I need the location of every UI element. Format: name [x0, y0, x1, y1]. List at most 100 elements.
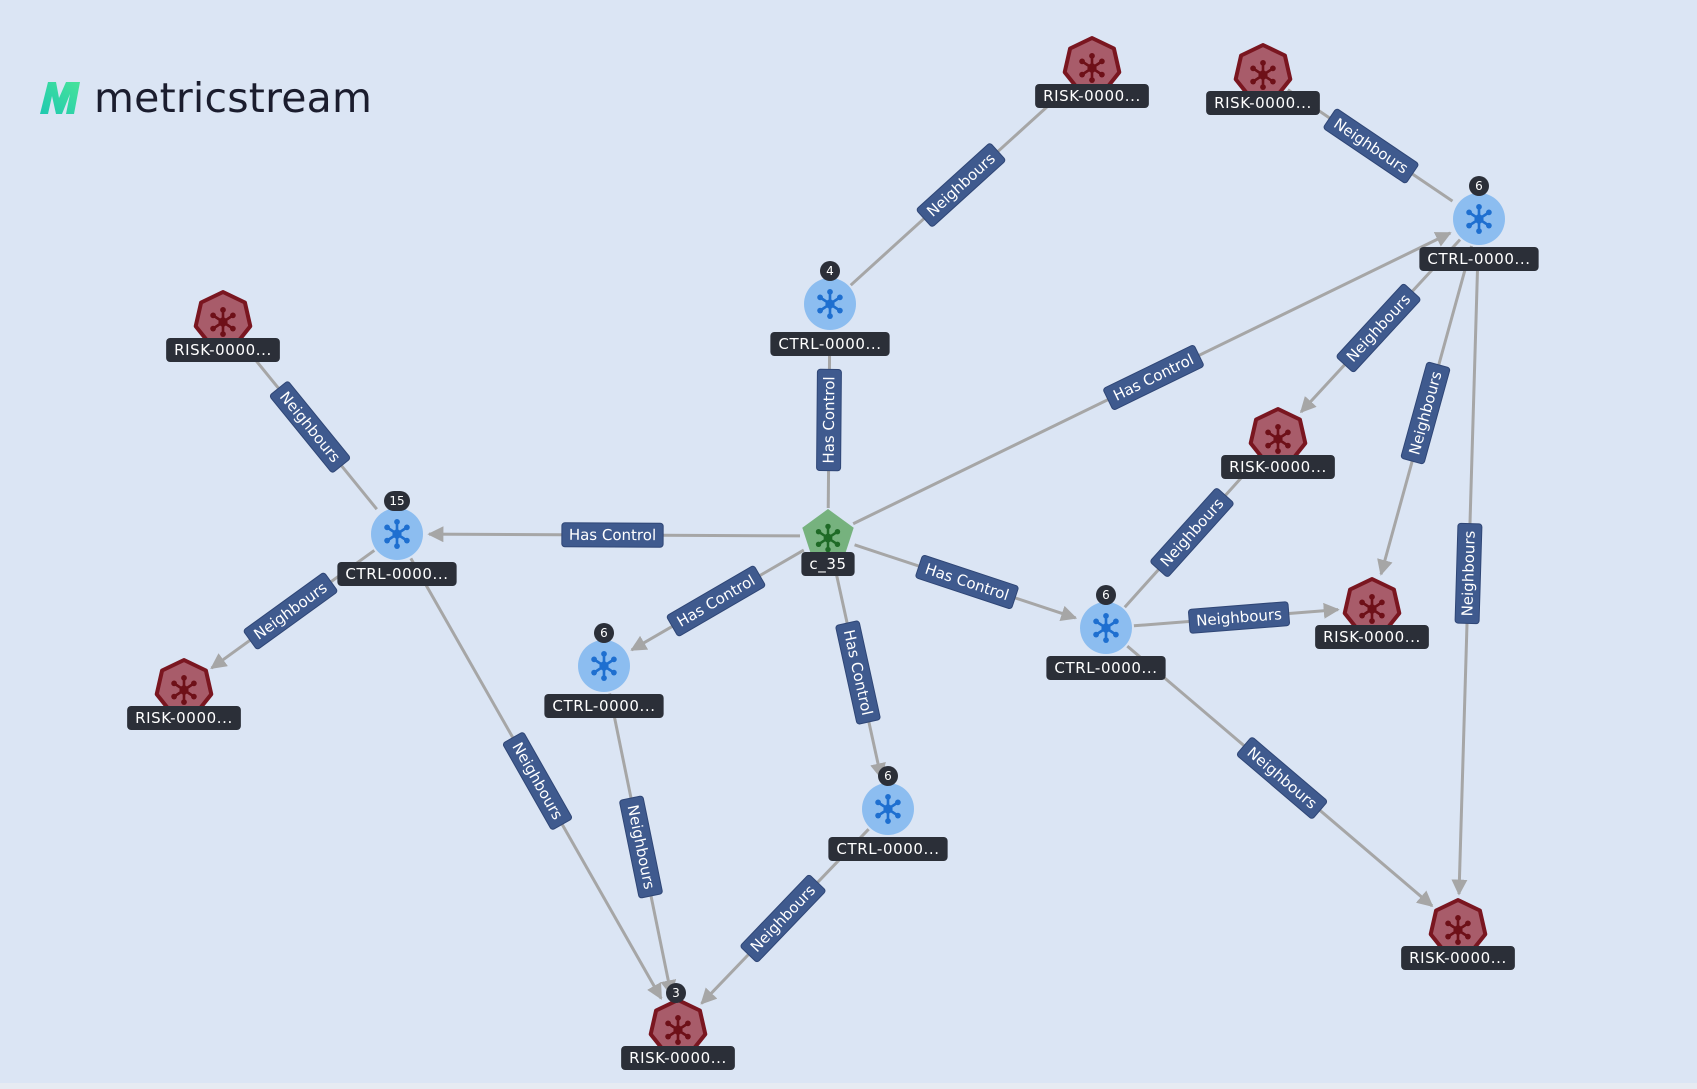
node-label-text: CTRL-0000...: [778, 335, 881, 353]
edge-label-box: [1150, 488, 1234, 577]
count-badge: 3: [666, 983, 686, 1003]
risk-node[interactable]: RISK-0000...: [166, 290, 280, 362]
edge-label[interactable]: Neighbours: [243, 572, 338, 650]
count-badge-text: 4: [826, 264, 834, 278]
node-label: RISK-0000...: [1035, 84, 1149, 108]
edge-label-text: Neighbours: [1157, 494, 1228, 570]
count-badge: 6: [878, 766, 898, 786]
risk-node[interactable]: RISK-0000...: [127, 658, 241, 730]
node-label-box: [1206, 91, 1320, 115]
edge-label[interactable]: Has Control: [561, 522, 664, 548]
edge-label[interactable]: Neighbours: [1188, 601, 1290, 634]
node-label-box: [127, 706, 241, 730]
edge-label-box: [1188, 601, 1290, 634]
edge-label-text: Neighbours: [250, 578, 330, 643]
network-hub-icon: [1093, 613, 1119, 643]
brand-name: metricstream: [94, 74, 373, 122]
node-label-box: [621, 1046, 735, 1070]
edge-label-text: Neighbours: [923, 149, 999, 220]
node-label: CTRL-0000...: [544, 694, 664, 718]
risk-node[interactable]: RISK-0000...: [1315, 577, 1429, 649]
network-hub-icon: [591, 651, 617, 681]
ctrl-node[interactable]: CTRL-0000... 4: [770, 261, 890, 356]
count-badge-text: 6: [1102, 588, 1110, 602]
brand-logo: metricstream: [38, 74, 372, 122]
edge-label[interactable]: Has Control: [816, 368, 842, 472]
node-label: CTRL-0000...: [1419, 247, 1539, 271]
root-node[interactable]: c_35: [801, 509, 855, 576]
edge-label-box: [916, 143, 1006, 227]
edge-label[interactable]: Neighbours: [1323, 108, 1419, 184]
node-label-text: RISK-0000...: [1043, 87, 1141, 105]
network-hub-icon: [665, 1015, 691, 1045]
edge-label-text: Neighbours: [1243, 743, 1320, 812]
risk-node[interactable]: RISK-0000...: [1206, 43, 1320, 115]
edge-label[interactable]: Has Control: [666, 565, 766, 637]
ctrl-node[interactable]: CTRL-0000... 6: [1419, 176, 1539, 271]
count-badge: 6: [1096, 585, 1116, 605]
edge-label-box: [666, 565, 766, 637]
ctrl-node[interactable]: CTRL-0000... 15: [337, 491, 457, 586]
risk-node[interactable]: RISK-0000... 3: [621, 983, 735, 1070]
edge-label-box: [619, 795, 663, 899]
count-badge-text: 3: [672, 986, 680, 1000]
node-label: CTRL-0000...: [770, 332, 890, 356]
edge-label-text: Has Control: [820, 376, 839, 463]
edge-label[interactable]: Has Control: [915, 554, 1019, 610]
edge-label-text: Neighbours: [276, 388, 344, 466]
node-label-text: RISK-0000...: [629, 1049, 727, 1067]
edge-label[interactable]: Has Control: [835, 620, 881, 725]
edge-label[interactable]: Has Control: [1103, 345, 1205, 411]
node-label-box: [1315, 625, 1429, 649]
edge-label-box: [1236, 737, 1328, 819]
node-label-text: CTRL-0000...: [1054, 659, 1157, 677]
metricstream-logo-icon: [40, 82, 80, 114]
node-label: RISK-0000...: [621, 1046, 735, 1070]
node-label-text: c_35: [809, 555, 846, 574]
ctrl-node[interactable]: CTRL-0000... 6: [1046, 585, 1166, 680]
node-label-box: [1046, 656, 1166, 680]
node-label-box: [770, 332, 890, 356]
node-label-box: [1401, 946, 1515, 970]
network-hub-icon: [1466, 204, 1492, 234]
edge-label-box: [561, 522, 664, 548]
edge-label[interactable]: Neighbours: [916, 143, 1006, 228]
edge-label[interactable]: Neighbours: [1236, 736, 1328, 819]
edge-label[interactable]: Neighbours: [1336, 283, 1421, 373]
count-badge-text: 6: [1475, 179, 1483, 193]
edge-label-box: [1336, 283, 1421, 373]
edge-label[interactable]: Neighbours: [740, 874, 826, 963]
edge-label[interactable]: Neighbours: [269, 381, 351, 474]
edge-label-box: [740, 874, 826, 963]
ctrl-node[interactable]: CTRL-0000...6: [828, 766, 948, 861]
count-badge: 15: [384, 491, 410, 511]
edge-label-box: [816, 368, 842, 472]
node-label-box: [337, 562, 457, 586]
edge-label[interactable]: Neighbours: [1400, 361, 1451, 465]
count-badge-text: 6: [600, 626, 608, 640]
node-label: CTRL-0000...: [337, 562, 457, 586]
node-label-box: [544, 694, 664, 718]
node-label: RISK-0000...: [166, 338, 280, 362]
count-badge-text: 15: [389, 494, 404, 508]
network-hub-icon: [1265, 424, 1291, 454]
node-label-box: [1221, 455, 1335, 479]
edge-label-text: Neighbours: [747, 881, 820, 956]
risk-node[interactable]: RISK-0000...: [1221, 407, 1335, 479]
node-label-text: RISK-0000...: [1229, 458, 1327, 476]
count-badge: 6: [1469, 176, 1489, 196]
edge-label[interactable]: Neighbours: [502, 732, 573, 831]
risk-node[interactable]: RISK-0000...: [1035, 36, 1149, 108]
edge-label[interactable]: Neighbours: [619, 795, 663, 899]
edge-label-box: [835, 620, 881, 725]
network-hub-icon: [815, 523, 841, 553]
edge-label-box: [243, 572, 338, 650]
edge-label[interactable]: Neighbours: [1150, 487, 1235, 577]
edge-label[interactable]: Neighbours: [1454, 522, 1483, 625]
risk-node[interactable]: RISK-0000...: [1401, 898, 1515, 970]
edge-label-box: [502, 732, 573, 830]
ctrl-node[interactable]: CTRL-0000... 6: [544, 623, 664, 718]
nodes-layer: c_35CTRL-0000...4CTRL-0000...15CTRL-0000…: [127, 36, 1539, 1070]
node-label-text: CTRL-0000...: [1427, 250, 1530, 268]
